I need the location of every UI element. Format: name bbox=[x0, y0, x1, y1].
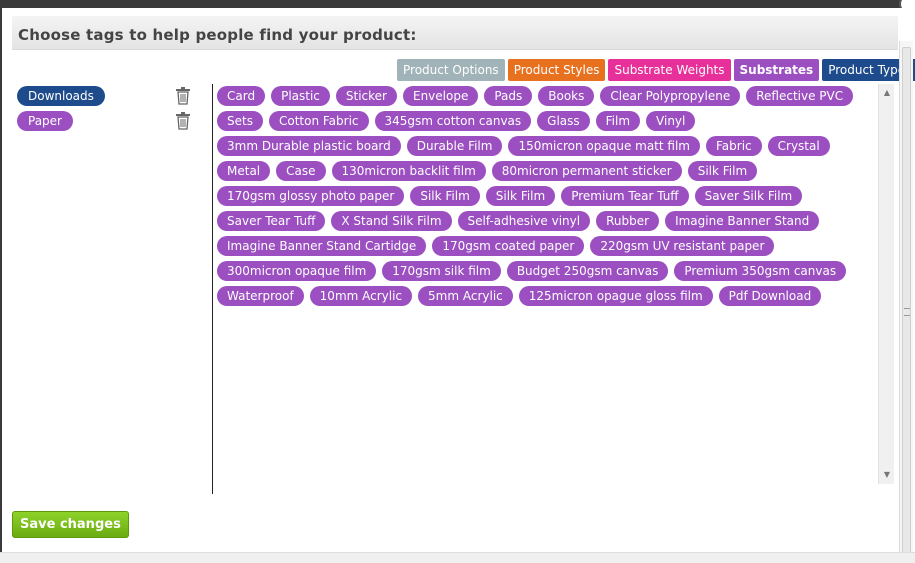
tag-pill[interactable]: X Stand Silk Film bbox=[331, 211, 452, 231]
window-top-bar bbox=[0, 0, 915, 8]
column-divider bbox=[212, 84, 213, 494]
tab-substrate-weights[interactable]: Substrate Weights bbox=[608, 59, 731, 81]
trash-icon[interactable] bbox=[175, 87, 193, 106]
tag-pill[interactable]: Books bbox=[538, 86, 595, 106]
tag-pill[interactable]: Card bbox=[217, 86, 266, 106]
save-changes-button[interactable]: Save changes bbox=[12, 511, 129, 538]
tag-pill[interactable]: 5mm Acrylic bbox=[418, 286, 513, 306]
tag-pill[interactable]: Pdf Download bbox=[718, 286, 822, 306]
tag-pill[interactable]: Glass bbox=[537, 111, 590, 131]
tag-pill[interactable]: Imagine Banner Stand Cartidge bbox=[217, 236, 427, 256]
dialog-heading: Choose tags to help people find your pro… bbox=[18, 26, 417, 44]
tag-pill[interactable]: Plastic bbox=[271, 86, 330, 106]
grip-icon bbox=[904, 308, 910, 316]
tag-pill[interactable]: Silk Film bbox=[687, 161, 758, 181]
tag-dialog: Choose tags to help people find your pro… bbox=[2, 8, 915, 563]
tag-pill[interactable]: Imagine Banner Stand bbox=[665, 211, 820, 231]
tag-pill[interactable]: Silk Film bbox=[485, 186, 556, 206]
tag-pill[interactable]: Waterproof bbox=[217, 286, 304, 306]
tag-pill[interactable]: 300micron opaque film bbox=[217, 261, 377, 281]
tag-pill[interactable]: Sticker bbox=[335, 86, 397, 106]
trash-icon[interactable] bbox=[175, 112, 193, 131]
heading-bar: Choose tags to help people find your pro… bbox=[12, 16, 898, 50]
tag-pill[interactable]: Case bbox=[276, 161, 326, 181]
tag-pill[interactable]: Saver Tear Tuff bbox=[217, 211, 326, 231]
tag-pill[interactable]: 170gsm coated paper bbox=[432, 236, 585, 256]
tab-product-types[interactable]: Product Types bbox=[822, 59, 915, 81]
arrow-down-icon[interactable]: ▼ bbox=[883, 470, 891, 479]
dialog-content: Choose tags to help people find your pro… bbox=[12, 16, 915, 546]
tag-pill[interactable]: Cotton Fabric bbox=[268, 111, 369, 131]
tag-pill[interactable]: 220gsm UV resistant paper bbox=[590, 236, 775, 256]
selected-tag-row: Paper bbox=[17, 111, 217, 136]
selected-tag[interactable]: Downloads bbox=[17, 86, 105, 106]
tag-pill[interactable]: 170gsm glossy photo paper bbox=[217, 186, 405, 206]
tab-substrates[interactable]: Substrates bbox=[733, 59, 820, 81]
tag-pill[interactable]: Sets bbox=[217, 111, 263, 131]
tags-scrollbar[interactable]: ▲ ▼ bbox=[878, 84, 894, 484]
bottom-strip bbox=[0, 552, 915, 563]
tag-pill[interactable]: 3mm Durable plastic board bbox=[217, 136, 401, 156]
selected-tag[interactable]: Paper bbox=[17, 111, 73, 131]
tag-pill[interactable]: Fabric bbox=[706, 136, 762, 156]
tag-pill[interactable]: 345gsm cotton canvas bbox=[374, 111, 532, 131]
tag-pill[interactable]: Metal bbox=[217, 161, 271, 181]
tag-pill[interactable]: Film bbox=[595, 111, 641, 131]
tag-pill[interactable]: 170gsm silk film bbox=[382, 261, 501, 281]
arrow-up-icon[interactable]: ▲ bbox=[883, 88, 891, 97]
tag-pill[interactable]: 150micron opaque matt film bbox=[508, 136, 700, 156]
tab-product-styles[interactable]: Product Styles bbox=[507, 59, 606, 81]
tag-pill[interactable]: Vinyl bbox=[646, 111, 696, 131]
tag-pill[interactable]: 125micron opague gloss film bbox=[518, 286, 713, 306]
tag-pill[interactable]: Silk Film bbox=[410, 186, 480, 206]
tag-pill[interactable]: Pads bbox=[484, 86, 533, 106]
selected-tag-row: Downloads bbox=[17, 86, 217, 111]
tag-pill[interactable]: 80micron permanent sticker bbox=[491, 161, 682, 181]
tag-pill[interactable]: 130micron backlit film bbox=[331, 161, 486, 181]
tag-pill[interactable]: Crystal bbox=[767, 136, 830, 156]
tag-pill[interactable]: Budget 250gsm canvas bbox=[506, 261, 669, 281]
tag-pill[interactable]: Saver Silk Film bbox=[694, 186, 803, 206]
tag-pill[interactable]: Premium 350gsm canvas bbox=[674, 261, 847, 281]
tag-pill[interactable]: Self-adhesive vinyl bbox=[457, 211, 591, 231]
tag-pill[interactable]: 10mm Acrylic bbox=[309, 286, 413, 306]
tag-pill[interactable]: Premium Tear Tuff bbox=[561, 186, 689, 206]
tag-pill[interactable]: Durable Film bbox=[406, 136, 503, 156]
tab-product-options[interactable]: Product Options bbox=[397, 59, 505, 81]
tag-pill[interactable]: Envelope bbox=[402, 86, 479, 106]
window-scroll-thumb[interactable] bbox=[902, 47, 911, 561]
window-scrollbar[interactable] bbox=[899, 41, 913, 563]
tag-pill[interactable]: Rubber bbox=[596, 211, 660, 231]
tag-pill[interactable]: Reflective PVC bbox=[746, 86, 854, 106]
tag-pill[interactable]: Clear Polypropylene bbox=[600, 86, 741, 106]
